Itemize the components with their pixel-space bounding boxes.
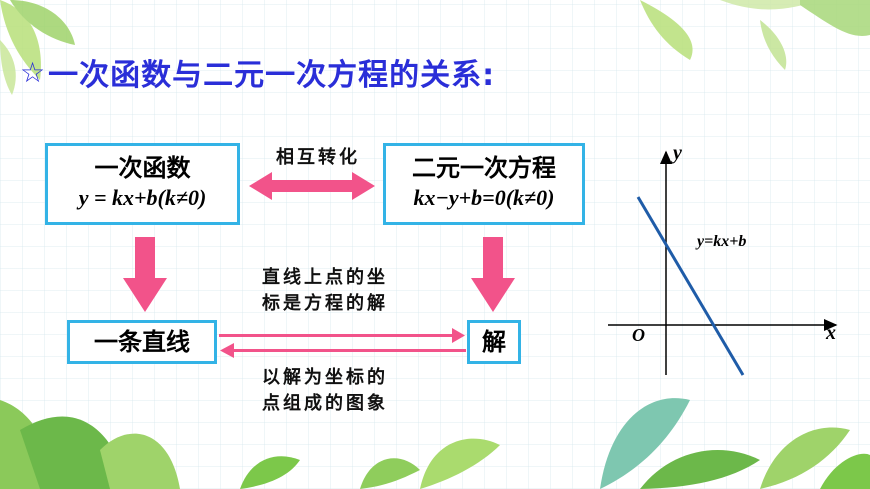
- straight-line-box: 一条直线: [67, 320, 217, 364]
- solution-label: 解: [482, 328, 506, 356]
- origin-label: O: [632, 325, 645, 345]
- double-arrow-icon: [249, 172, 375, 200]
- linear-function-title: 一次函数: [94, 154, 191, 182]
- linear-function-box: 一次函数 y = kx+b(k≠0): [45, 143, 240, 225]
- right-arrow-icon: [219, 328, 465, 343]
- caption-graph-line2: 点组成的图象: [262, 393, 388, 414]
- x-axis-label: x: [826, 322, 836, 344]
- linear-equation-formula: kx−y+b=0(k≠0): [413, 185, 555, 210]
- caption-coordinates: 直线上点的坐 标是方程的解: [262, 265, 412, 317]
- equation-label: y=kx+b: [697, 233, 747, 250]
- caption-graph: 以解为坐标的 点组成的图象: [262, 365, 412, 417]
- caption-graph-line1: 以解为坐标的: [262, 367, 388, 388]
- linear-equation-box: 二元一次方程 kx−y+b=0(k≠0): [383, 143, 585, 225]
- page-title: ☆ 一次函数与二元一次方程的关系:: [20, 52, 496, 94]
- star-icon: ☆: [20, 55, 47, 89]
- left-arrow-icon: [220, 343, 466, 358]
- title-text: 一次函数与二元一次方程的关系:: [48, 58, 496, 93]
- linear-function-formula: y = kx+b(k≠0): [78, 185, 207, 210]
- caption-coordinates-line2: 标是方程的解: [262, 293, 388, 314]
- caption-coordinates-line1: 直线上点的坐: [262, 267, 388, 288]
- caption-mutual-conversion: 相互转化: [276, 147, 360, 168]
- y-axis-label: y: [673, 142, 682, 164]
- graph-line: [636, 196, 745, 376]
- down-arrow-icon: [123, 237, 167, 312]
- straight-line-label: 一条直线: [94, 328, 190, 356]
- linear-equation-title: 二元一次方程: [412, 154, 556, 182]
- down-arrow-icon: [471, 237, 515, 312]
- solution-box: 解: [467, 320, 521, 364]
